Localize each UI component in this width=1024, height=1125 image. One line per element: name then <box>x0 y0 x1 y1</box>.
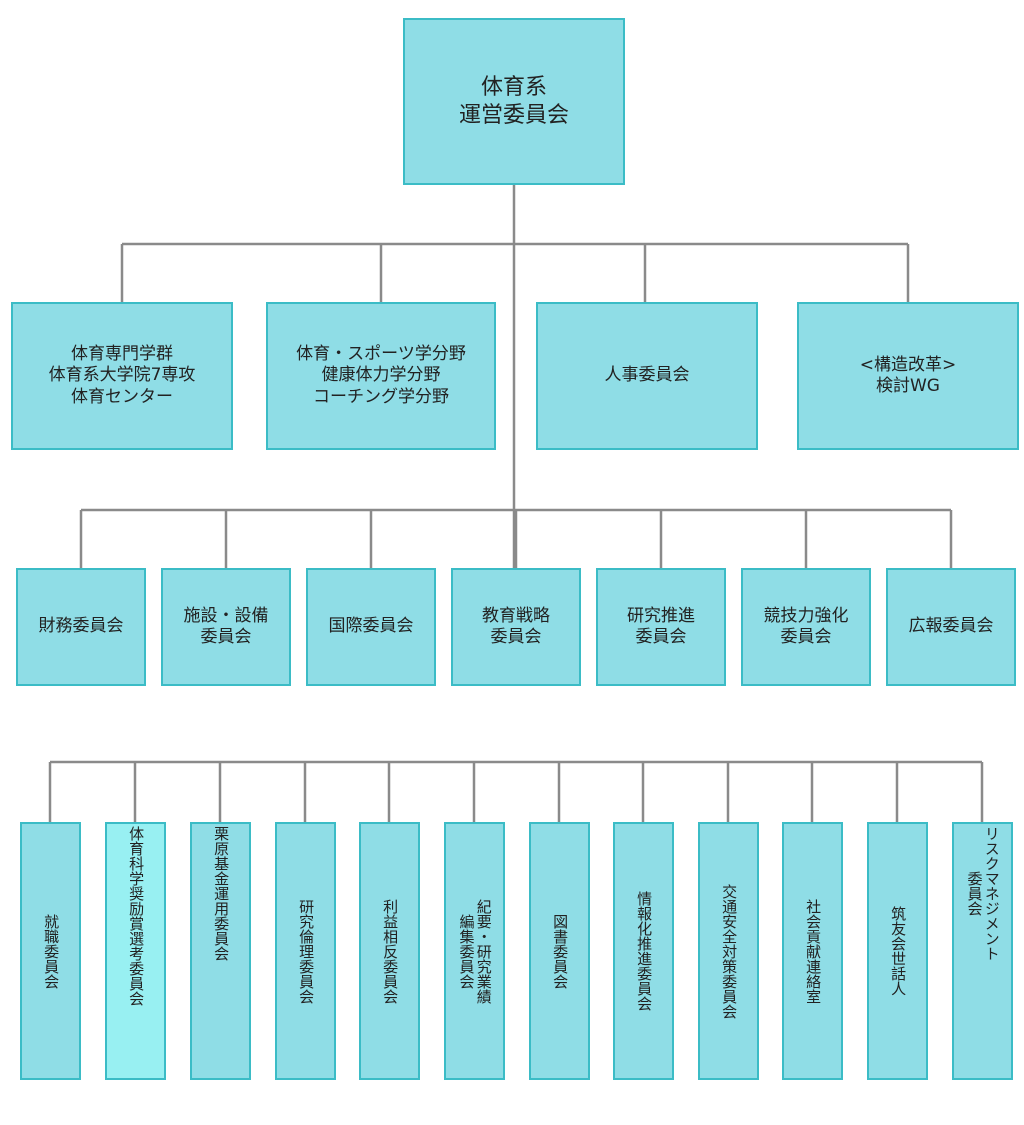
node-l3-4: 利益相反委員会 <box>359 822 420 1080</box>
node-l3-3: 研究倫理委員会 <box>275 822 336 1080</box>
node-label: 社会貢献連絡室 <box>804 898 823 1004</box>
node-label: 競技力強化 委員会 <box>763 605 849 647</box>
node-l2-3: 教育戦略 委員会 <box>451 568 581 686</box>
node-label: 教育戦略 委員会 <box>482 605 550 647</box>
node-label: 広報委員会 <box>908 616 994 637</box>
node-label: 紀要・研究業績 編集委員会 <box>457 898 493 1004</box>
node-label: 体育専門学群 体育系大学院7専攻 体育センター <box>48 344 196 407</box>
node-label: 財務委員会 <box>38 616 124 637</box>
node-label: 研究推進 委員会 <box>627 605 695 647</box>
node-l3-5: 紀要・研究業績 編集委員会 <box>444 822 505 1080</box>
node-l3-10: 筑友会世話人 <box>867 822 928 1080</box>
node-label: 就職委員会 <box>42 913 61 989</box>
node-l2-0: 財務委員会 <box>16 568 146 686</box>
node-l1-2: 人事委員会 <box>536 302 758 450</box>
node-label: 体育系 運営委員会 <box>458 75 569 128</box>
node-label: 栗原基金運用委員会 <box>212 826 231 961</box>
node-label: 利益相反委員会 <box>381 898 400 1004</box>
node-label: 情報化推進委員会 <box>635 891 654 1011</box>
node-l3-11: リスクマネジメント 委員会 <box>952 822 1013 1080</box>
node-label: 施設・設備 委員会 <box>183 605 269 647</box>
node-l2-2: 国際委員会 <box>306 568 436 686</box>
node-label: 研究倫理委員会 <box>297 898 316 1004</box>
node-l3-2: 栗原基金運用委員会 <box>190 822 251 1080</box>
node-l2-4: 研究推進 委員会 <box>596 568 726 686</box>
node-l3-7: 情報化推進委員会 <box>613 822 674 1080</box>
node-l3-9: 社会貢献連絡室 <box>782 822 843 1080</box>
node-l1-3: <構造改革> 検討WG <box>797 302 1019 450</box>
node-l3-1: 体育科学奨励賞選考委員会 <box>105 822 166 1080</box>
node-label: 交通安全対策委員会 <box>720 883 739 1019</box>
node-l3-0: 就職委員会 <box>20 822 81 1080</box>
node-l2-1: 施設・設備 委員会 <box>161 568 291 686</box>
node-root-committee: 体育系 運営委員会 <box>403 18 625 185</box>
node-label: 図書委員会 <box>551 913 570 989</box>
node-l2-5: 競技力強化 委員会 <box>741 568 871 686</box>
node-l1-0: 体育専門学群 体育系大学院7専攻 体育センター <box>11 302 233 450</box>
node-label: 人事委員会 <box>604 365 690 386</box>
node-l2-6: 広報委員会 <box>886 568 1016 686</box>
node-label: <構造改革> 検討WG <box>859 354 957 396</box>
node-label: 国際委員会 <box>328 616 414 637</box>
node-l3-8: 交通安全対策委員会 <box>698 822 759 1080</box>
node-label: 体育科学奨励賞選考委員会 <box>127 826 146 1006</box>
node-label: 筑友会世話人 <box>889 906 908 996</box>
node-label: リスクマネジメント 委員会 <box>965 826 1001 961</box>
node-l3-6: 図書委員会 <box>529 822 590 1080</box>
node-label: 体育・スポーツ学分野 健康体力学分野 コーチング学分野 <box>296 344 466 407</box>
node-l1-1: 体育・スポーツ学分野 健康体力学分野 コーチング学分野 <box>266 302 496 450</box>
